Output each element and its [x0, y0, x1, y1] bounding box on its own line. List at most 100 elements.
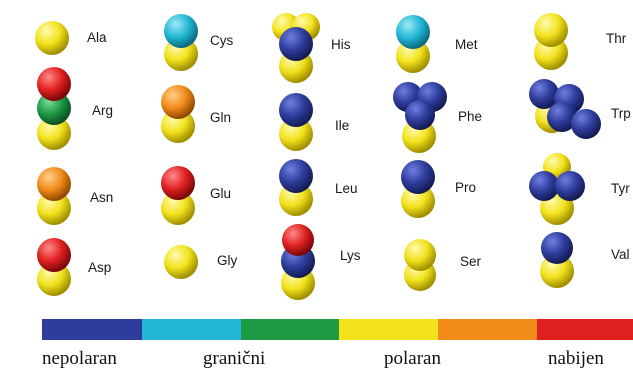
aa-label-his: His — [331, 37, 351, 52]
bead-polar — [37, 116, 71, 150]
lys-beads — [281, 224, 315, 300]
cys-beads — [164, 14, 198, 71]
legend-borderline: granični — [203, 348, 266, 369]
bead-polar — [161, 109, 195, 143]
met-beads — [396, 15, 430, 73]
aa-met: Met — [396, 15, 478, 73]
scale-segment-charged-red — [537, 319, 633, 340]
legend-nonpolar: nepolaran — [42, 348, 117, 369]
bead-nonpolar — [529, 171, 559, 201]
aa-label-pro: Pro — [455, 180, 476, 195]
bead-nonpolar — [541, 232, 573, 264]
aa-label-ala: Ala — [87, 30, 107, 45]
aa-ala: Ala — [35, 21, 107, 55]
bead-polar — [534, 13, 568, 47]
bead-nonpolar — [279, 159, 313, 193]
bead-charged — [37, 238, 71, 272]
scale-segment-charged-orange — [438, 319, 537, 340]
aa-label-phe: Phe — [458, 109, 482, 124]
thr-beads — [534, 13, 568, 70]
bead-nonpolar — [279, 27, 313, 61]
aa-tyr: Tyr — [529, 153, 630, 225]
aa-glu: Glu — [161, 166, 231, 225]
aa-ser: Ser — [404, 239, 482, 291]
scale-segment-borderline — [142, 319, 241, 340]
bead-charged — [37, 67, 71, 101]
color-scale-bar — [42, 319, 633, 340]
bead-polar — [161, 191, 195, 225]
bead-charged-orange — [161, 85, 195, 119]
bead-polar-green — [37, 91, 71, 125]
bead-nonpolar — [555, 171, 585, 201]
aa-label-glu: Glu — [210, 186, 231, 201]
his-beads — [272, 13, 320, 83]
glu-beads — [161, 166, 195, 225]
gly-beads — [164, 245, 198, 279]
scale-segment-polar-green — [241, 319, 339, 340]
bead-polar — [37, 191, 71, 225]
aa-cys: Cys — [164, 14, 233, 71]
asn-beads — [37, 167, 71, 225]
bead-nonpolar — [279, 93, 313, 127]
aa-label-cys: Cys — [210, 33, 233, 48]
aa-label-thr: Thr — [606, 31, 627, 46]
legend-polar: polaran — [384, 348, 441, 369]
aa-label-gln: Gln — [210, 110, 231, 125]
aa-gln: Gln — [161, 85, 231, 143]
bead-nonpolar — [529, 79, 559, 109]
aa-asp: Asp — [37, 238, 111, 296]
bead-polar — [37, 262, 71, 296]
bead-charged — [282, 224, 314, 256]
legend-charged: nabijen — [548, 348, 604, 369]
aa-gly: Gly — [164, 245, 238, 279]
scale-segment-nonpolar — [42, 319, 142, 340]
aa-label-val: Val — [611, 247, 630, 262]
bead-charged-orange — [37, 167, 71, 201]
aa-label-tyr: Tyr — [611, 181, 630, 196]
bead-charged — [161, 166, 195, 200]
bead-polar — [404, 239, 436, 271]
aa-his: His — [272, 13, 351, 83]
bead-borderline — [396, 15, 430, 49]
bead-polar — [279, 117, 313, 151]
ile-beads — [279, 93, 313, 151]
aa-label-asn: Asn — [90, 190, 113, 205]
aa-trp: Trp — [529, 79, 631, 139]
aa-lys: Lys — [281, 224, 361, 300]
aa-label-arg: Arg — [92, 103, 113, 118]
leu-beads — [279, 159, 313, 216]
bead-nonpolar — [547, 102, 577, 132]
aa-label-ile: Ile — [335, 118, 349, 133]
aa-ile: Ile — [279, 93, 349, 151]
aa-val: Val — [540, 232, 630, 288]
aa-label-met: Met — [455, 37, 478, 52]
bead-nonpolar — [401, 160, 435, 194]
phe-beads — [393, 82, 447, 153]
aa-pro: Pro — [401, 160, 476, 218]
aa-arg: Arg — [37, 67, 113, 150]
bead-nonpolar — [571, 109, 601, 139]
aa-label-ser: Ser — [460, 254, 482, 269]
gln-beads — [161, 85, 195, 143]
aa-label-asp: Asp — [88, 260, 111, 275]
scale-segment-polar-yellow — [339, 319, 438, 340]
asp-beads — [37, 238, 71, 296]
bead-polar — [401, 184, 435, 218]
aa-label-trp: Trp — [611, 106, 631, 121]
pro-beads — [401, 160, 435, 218]
ser-beads — [404, 239, 436, 291]
bead-borderline — [164, 14, 198, 48]
tyr-beads — [529, 153, 585, 225]
ala-beads — [35, 21, 69, 55]
bead-polar — [540, 254, 574, 288]
aa-thr: Thr — [534, 13, 627, 70]
aa-asn: Asn — [37, 167, 113, 225]
aa-label-gly: Gly — [217, 253, 238, 268]
bead-polar — [164, 245, 198, 279]
aa-phe: Phe — [393, 82, 482, 153]
arg-beads — [37, 67, 71, 150]
aa-label-leu: Leu — [335, 181, 358, 196]
val-beads — [540, 232, 574, 288]
bead-polar — [396, 39, 430, 73]
